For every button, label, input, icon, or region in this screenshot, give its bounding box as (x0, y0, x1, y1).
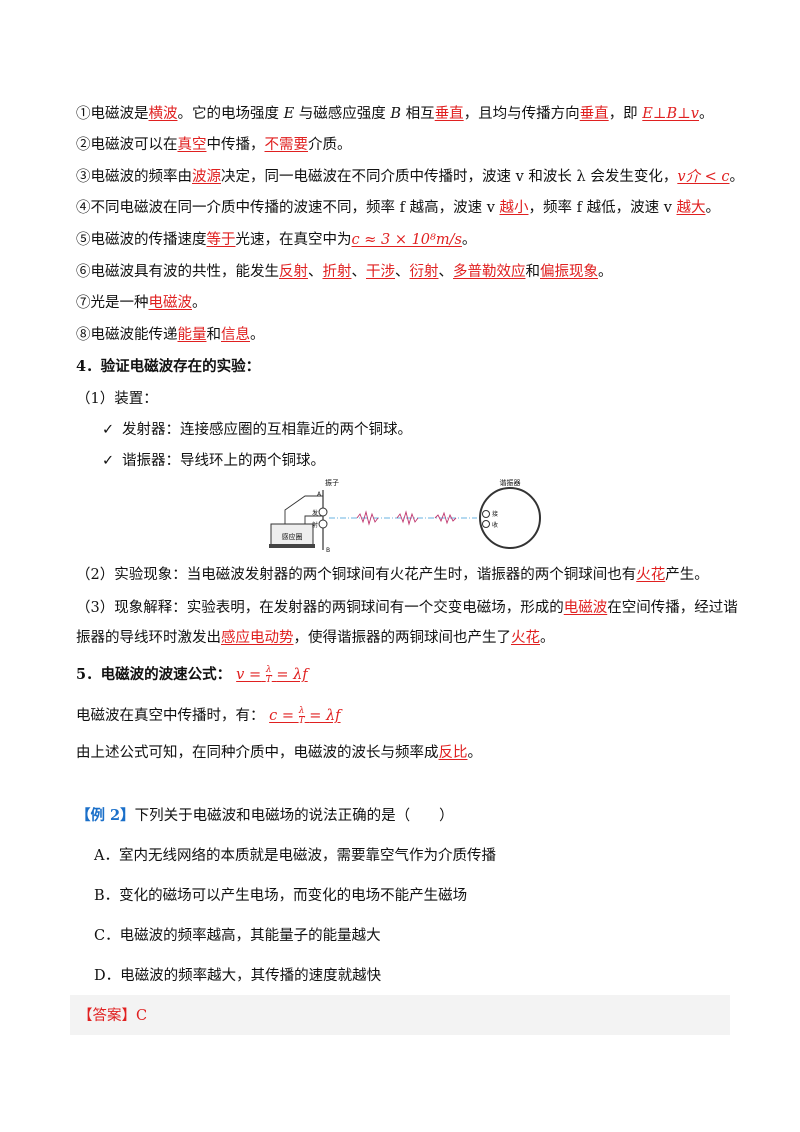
label-a: A (317, 491, 322, 498)
point-3: ③电磁波的频率由波源决定，同一电磁波在不同介质中传播时，波速 v 和波长 λ 会… (76, 169, 745, 185)
checklist-item-2: ✓谐振器：导线环上的两个铜球。 (102, 453, 325, 469)
point-8: ⑧电磁波能传递能量和信息。 (76, 327, 265, 343)
blank-polarization: 偏振现象 (540, 264, 598, 280)
blank-refraction: 折射 (322, 264, 352, 280)
point-4: ④不同电磁波在同一介质中传播的波速不同，频率 f 越高，波速 v 越小，频率 f… (76, 200, 720, 216)
emitter-ball-top (318, 507, 328, 517)
point-1: ①电磁波是横波。它的电场强度 E 与磁感应强度 B 相互垂直，且均与传播方向垂直… (76, 106, 714, 122)
point-6: ⑥电磁波具有波的共性，能发生反射、折射、干涉、衍射、多普勒效应和偏振现象。 (76, 264, 613, 280)
label-shou: 收 (492, 521, 498, 529)
blank-energy: 能量 (177, 327, 207, 343)
blank-smaller: 越小 (499, 200, 529, 216)
blank-transverse: 横波 (148, 106, 178, 122)
wave-packet-2 (396, 510, 419, 526)
blank-speed-value: c ≈ 3 × 10⁸m/s (351, 232, 462, 248)
label-fa: 发 (312, 509, 318, 517)
blank-perpendicular-1: 垂直 (434, 106, 464, 122)
option-d: D．电磁波的频率越大，其传播的速度就越快 (94, 968, 382, 984)
coil-base (269, 544, 315, 548)
example-tag: 【例 2】 (76, 807, 135, 824)
section-5-line3: 由上述公式可知，在同种介质中，电磁波的波长与频率成反比。 (76, 745, 482, 761)
blank-perpendicular-2: 垂直 (579, 106, 609, 122)
section-4-sub3-line1: （3）现象解释：实验表明，在发射器的两铜球间有一个交变电磁场，形成的电磁波在空间… (76, 600, 738, 616)
blank-interference: 干涉 (366, 264, 395, 280)
option-a: A．室内无线网络的本质就是电磁波，需要靠空气作为介质传播 (94, 848, 496, 864)
label-she: 射 (312, 521, 318, 529)
label-zhenzi: 振子 (325, 478, 339, 487)
answer-label: 【答案】 (78, 1008, 136, 1024)
blank-e-b-v: E⊥B⊥v (642, 106, 700, 122)
example-question: 【例 2】下列关于电磁波和电磁场的说法正确的是（ ） (76, 807, 454, 824)
blank-larger: 越大 (676, 200, 706, 216)
point-5: ⑤电磁波的传播速度等于光速，在真空中为c ≈ 3 × 10⁸m/s。 (76, 232, 477, 248)
checklist-item-1: ✓发射器：连接感应圈的互相靠近的两个铜球。 (102, 422, 412, 438)
section-4-sub3-line2: 振器的导线环时激发出感应电动势，使得谐振器的两铜球间也产生了火花。 (76, 630, 555, 646)
point-7: ⑦光是一种电磁波。 (76, 295, 207, 311)
blank-reflection: 反射 (279, 264, 308, 280)
wire-top (284, 495, 323, 524)
blank-spark-1: 火花 (636, 567, 666, 583)
blank-information: 信息 (221, 327, 250, 343)
label-b: B (326, 547, 330, 554)
wave-packet-1 (356, 510, 379, 526)
blank-doppler: 多普勒效应 (453, 264, 526, 280)
section-4-sub2: （2）实验现象：当电磁波发射器的两个铜球间有火花产生时，谐振器的两个铜球间也有火… (76, 567, 709, 583)
emitter-ball-bottom (318, 519, 328, 529)
answer-box (70, 995, 730, 1035)
label-resonator: 谐振器 (500, 478, 521, 487)
blank-em-wave: 电磁波 (148, 295, 193, 311)
resonator-ball-bottom (482, 520, 490, 528)
blank-no-need: 不需要 (264, 137, 309, 153)
hertz-experiment-diagram: 感应圈 振子 A B 发 射 谐振器 接 收 (269, 478, 541, 554)
blank-induced-emf: 感应电动势 (221, 630, 294, 646)
blank-inverse: 反比 (438, 745, 468, 761)
label-jie: 接 (492, 510, 498, 518)
option-b: B．变化的磁场可以产生电场，而变化的电场不能产生磁场 (94, 888, 468, 904)
blank-spark-2: 火花 (511, 630, 540, 646)
resonator-ring (479, 487, 541, 549)
blank-source: 波源 (192, 169, 221, 185)
blank-em-wave-2: 电磁波 (563, 600, 608, 616)
option-c: C．电磁波的频率越高，其能量子的能量越大 (94, 928, 381, 944)
blank-vacuum: 真空 (177, 137, 207, 153)
section-4-sub1: （1）装置： (76, 391, 158, 407)
blank-equal: 等于 (206, 232, 236, 248)
check-icon: ✓ (102, 453, 115, 469)
wave-packet-3 (434, 511, 457, 525)
blank-diffraction: 衍射 (409, 264, 439, 280)
check-icon: ✓ (102, 422, 115, 438)
section-4-heading: 4．验证电磁波存在的实验： (76, 358, 261, 375)
point-2: ②电磁波可以在真空中传播，不需要介质。 (76, 137, 352, 153)
resonator-ball-top (482, 510, 490, 518)
answer-value: C (136, 1008, 148, 1024)
answer: 【答案】C (78, 1004, 147, 1025)
blank-v-less-c: v介 < c (677, 169, 730, 185)
coil-label: 感应圈 (282, 532, 303, 541)
